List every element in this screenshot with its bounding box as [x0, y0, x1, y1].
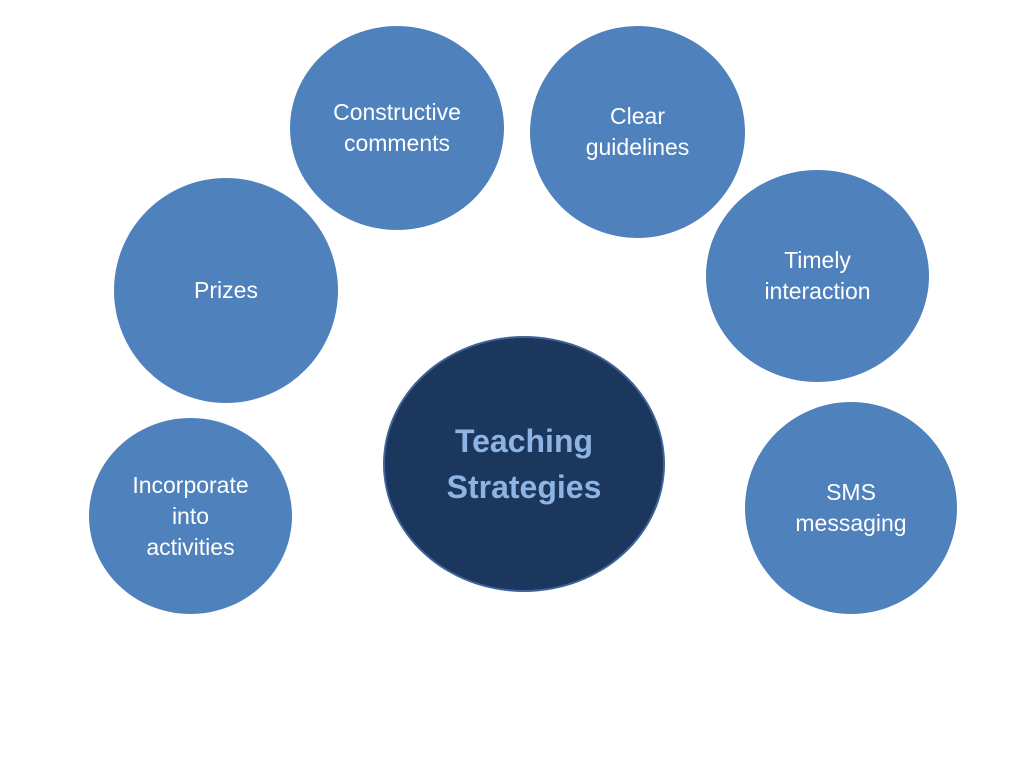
- strategy-node-sms-messaging: SMS messaging: [745, 402, 957, 614]
- node-label: Constructive comments: [333, 99, 461, 156]
- node-label: Prizes: [194, 277, 258, 303]
- node-label: Timely interaction: [764, 247, 871, 304]
- center-node-teaching-strategies: Teaching Strategies: [383, 336, 665, 592]
- strategy-node-incorporate-into-activities: Incorporate into activities: [89, 418, 292, 614]
- strategy-node-constructive-comments: Constructive comments: [290, 26, 504, 230]
- node-label: Incorporate into activities: [132, 471, 249, 560]
- strategy-node-clear-guidelines: Clear guidelines: [530, 26, 745, 238]
- center-node-label: Teaching Strategies: [446, 423, 602, 505]
- strategy-node-timely-interaction: Timely interaction: [706, 170, 929, 382]
- node-label: SMS messaging: [795, 479, 907, 536]
- node-label: Clear guidelines: [585, 103, 690, 160]
- strategy-node-prizes: Prizes: [114, 178, 338, 403]
